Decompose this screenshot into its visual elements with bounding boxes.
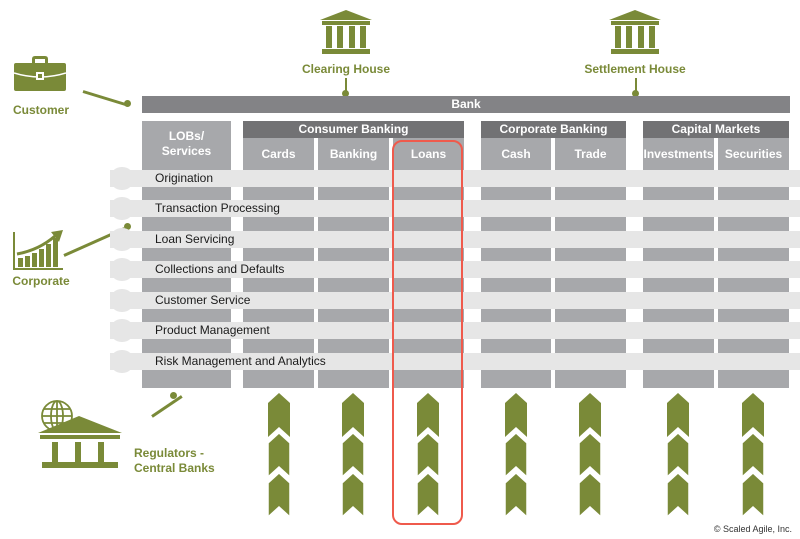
customer-label: Customer [12, 103, 69, 117]
row-knob [110, 197, 134, 220]
connector-dot [342, 90, 349, 97]
group-consumer-banking: Consumer Banking [243, 121, 464, 138]
service-row-customer-service: Customer Service [110, 289, 800, 312]
lobs-label-line2: Services [161, 144, 212, 158]
chevron-tail-notch [667, 509, 689, 519]
service-row-collections-and-defaults: Collections and Defaults [110, 258, 800, 281]
column-header: Banking [329, 147, 378, 161]
regulators-label-line2: Central Banks [134, 461, 215, 475]
chevron-segment [342, 431, 364, 479]
column-header: Cards [261, 147, 296, 161]
growth-chart-icon [13, 230, 63, 270]
value-stream-arrow-icon [742, 393, 764, 519]
connector-line [345, 78, 347, 92]
customer-connector [82, 90, 129, 107]
corporate-label: Corporate [12, 274, 70, 288]
chevron-tail-notch [579, 509, 601, 519]
chevron-tail-notch [342, 509, 364, 519]
regulators-label-line1: Regulators - [134, 446, 205, 460]
chevron-tail-notch [505, 509, 527, 519]
row-knob [110, 228, 134, 251]
service-row-transaction-processing: Transaction Processing [110, 197, 800, 220]
value-stream-arrow-icon [667, 393, 689, 519]
service-row-product-management: Product Management [110, 319, 800, 342]
connector-dot [124, 100, 131, 107]
service-label: Customer Service [155, 293, 251, 307]
chevron-segment [667, 393, 689, 437]
lobs-services-column: LOBs/ Services [142, 121, 231, 388]
service-row-risk-management: Risk Management and Analytics [110, 350, 800, 373]
column-header: Trade [574, 147, 607, 161]
service-label: Risk Management and Analytics [155, 354, 326, 368]
chevron-segment [342, 471, 364, 519]
chevron-tail-notch [742, 509, 764, 519]
column-header: Cash [501, 147, 531, 161]
chevron-segment [579, 431, 601, 479]
settlement-house: Settlement House [580, 8, 690, 97]
chevron-segment [268, 431, 290, 479]
value-stream-arrow-icon [579, 393, 601, 519]
bank-bar: Bank [142, 96, 790, 113]
chevron-segment [742, 393, 764, 437]
lobs-services-header: LOBs/ Services [142, 121, 231, 176]
column-header: Investments [643, 147, 714, 161]
chevron-segment [742, 471, 764, 519]
corporate: Corporate [8, 228, 78, 290]
connector-dot [124, 223, 131, 230]
value-stream-arrow-icon [342, 393, 364, 519]
value-stream-arrow-icon [417, 393, 439, 519]
connector-dot [632, 90, 639, 97]
value-stream-arrow-icon [268, 393, 290, 519]
bank-building-icon [609, 10, 661, 54]
row-knob [110, 319, 134, 342]
value-stream-arrow-icon [505, 393, 527, 519]
group-capital-markets: Capital Markets [643, 121, 789, 138]
regulators-label: Regulators - Central Banks [134, 446, 215, 476]
service-label: Transaction Processing [155, 201, 280, 215]
chevron-segment [342, 393, 364, 437]
briefcase-icon [14, 56, 66, 91]
chevron-segment [505, 393, 527, 437]
service-row-loan-servicing: Loan Servicing [110, 228, 800, 251]
chevron-tail-notch [417, 509, 439, 519]
row-knob [110, 258, 134, 281]
chevron-segment [417, 431, 439, 479]
customer: Customer [8, 55, 78, 120]
chevron-segment [505, 431, 527, 479]
service-label: Collections and Defaults [155, 262, 285, 276]
group-corporate-banking: Corporate Banking [481, 121, 626, 138]
lobs-label-line1: LOBs/ [168, 129, 205, 143]
regulators: Regulators - Central Banks [36, 400, 226, 480]
row-knob [110, 289, 134, 312]
connector-line [635, 78, 637, 92]
chevron-segment [505, 471, 527, 519]
chevron-segment [417, 393, 439, 437]
chevron-segment [667, 431, 689, 479]
bank-building-icon [320, 10, 372, 54]
clearing-house-label: Clearing House [301, 62, 391, 76]
chevron-segment [268, 393, 290, 437]
chevron-segment [417, 471, 439, 519]
settlement-house-label: Settlement House [584, 62, 686, 76]
service-label: Loan Servicing [155, 232, 235, 246]
chevron-segment [667, 471, 689, 519]
chevron-tail-notch [268, 509, 290, 519]
connector-dot [170, 392, 177, 399]
chevron-segment [268, 471, 290, 519]
loans-highlight-frame [392, 140, 463, 525]
row-knob [110, 167, 134, 190]
service-label: Origination [155, 171, 214, 185]
chevron-segment [742, 431, 764, 479]
column-header: Securities [724, 147, 783, 161]
copyright: © Scaled Agile, Inc. [713, 524, 792, 534]
central-bank-icon [38, 400, 122, 468]
chevron-segment [579, 393, 601, 437]
row-knob [110, 350, 134, 373]
service-label: Product Management [155, 323, 270, 337]
chevron-segment [579, 471, 601, 519]
clearing-house: Clearing House [300, 8, 392, 97]
column-header: Loans [410, 147, 447, 161]
service-row-origination: Origination [110, 167, 800, 190]
